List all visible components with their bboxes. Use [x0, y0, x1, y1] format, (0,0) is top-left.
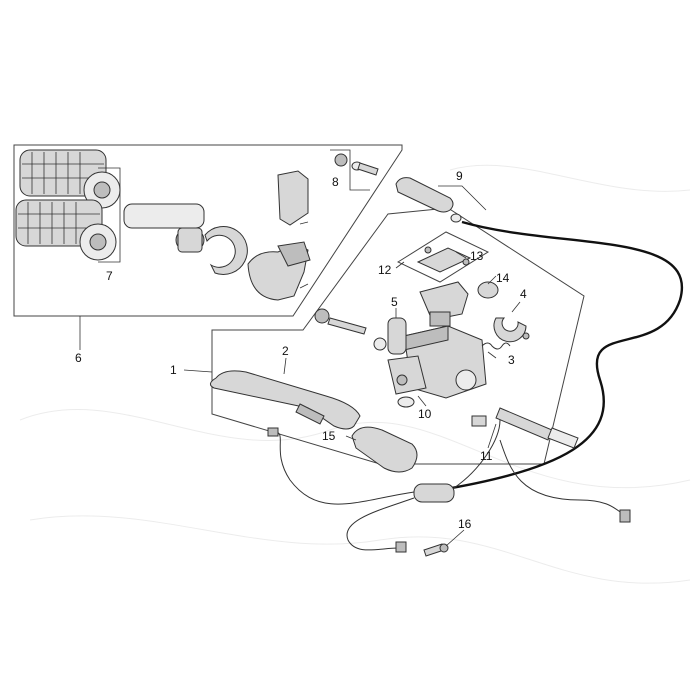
throttle-cable [439, 220, 684, 492]
callout-15: 15 [322, 429, 336, 443]
throttle-housing-lower [247, 241, 311, 301]
callout-4: 4 [520, 287, 527, 301]
callout-leaders [79, 251, 521, 547]
dust-boot [351, 426, 418, 473]
callout-13: 13 [470, 249, 484, 263]
callout-labels: 1 2 3 4 5 6 7 8 9 10 11 12 13 14 15 16 [75, 169, 527, 531]
brake-light-switch-harness [267, 415, 631, 553]
mounting-bolt [423, 543, 449, 557]
callout-8: 8 [332, 175, 339, 189]
sealing-washer [397, 396, 415, 408]
callout-11: 11 [480, 449, 493, 463]
screw-and-washer [334, 153, 379, 176]
brake-lever [210, 370, 361, 430]
pivot-bushing [387, 317, 407, 355]
return-spring [481, 342, 511, 350]
callout-7: 7 [106, 269, 113, 283]
piston-push-rod [314, 308, 387, 351]
handlebar-clamp [493, 317, 530, 343]
handlebar-grip-lower [15, 199, 117, 261]
throttle-cable-sleeve [395, 177, 462, 223]
handlebar-grip-upper [19, 149, 121, 209]
callout-5: 5 [391, 295, 398, 309]
callout-14: 14 [496, 271, 510, 285]
reservoir-cover-assembly [396, 231, 490, 283]
callout-bracket-8 [330, 149, 370, 191]
callout-9: 9 [456, 169, 463, 183]
callout-6: 6 [75, 351, 82, 365]
background-sketch [19, 164, 691, 584]
callout-bracket-7 [98, 167, 121, 263]
grip-throttle-group-frame [13, 144, 403, 317]
callout-16: 16 [458, 517, 472, 531]
callout-2: 2 [282, 344, 289, 358]
fluid-reservoir [419, 281, 469, 327]
callout-bracket-9 [438, 185, 487, 211]
callout-3: 3 [508, 353, 515, 367]
callout-1: 1 [170, 363, 177, 377]
cable-adjuster [495, 407, 579, 449]
reservoir-cap [477, 281, 499, 299]
callout-12: 12 [378, 263, 392, 277]
callout-10: 10 [418, 407, 432, 421]
throttle-housing-upper [277, 170, 309, 226]
master-cylinder-body [387, 325, 487, 399]
throttle-tube [123, 203, 248, 275]
